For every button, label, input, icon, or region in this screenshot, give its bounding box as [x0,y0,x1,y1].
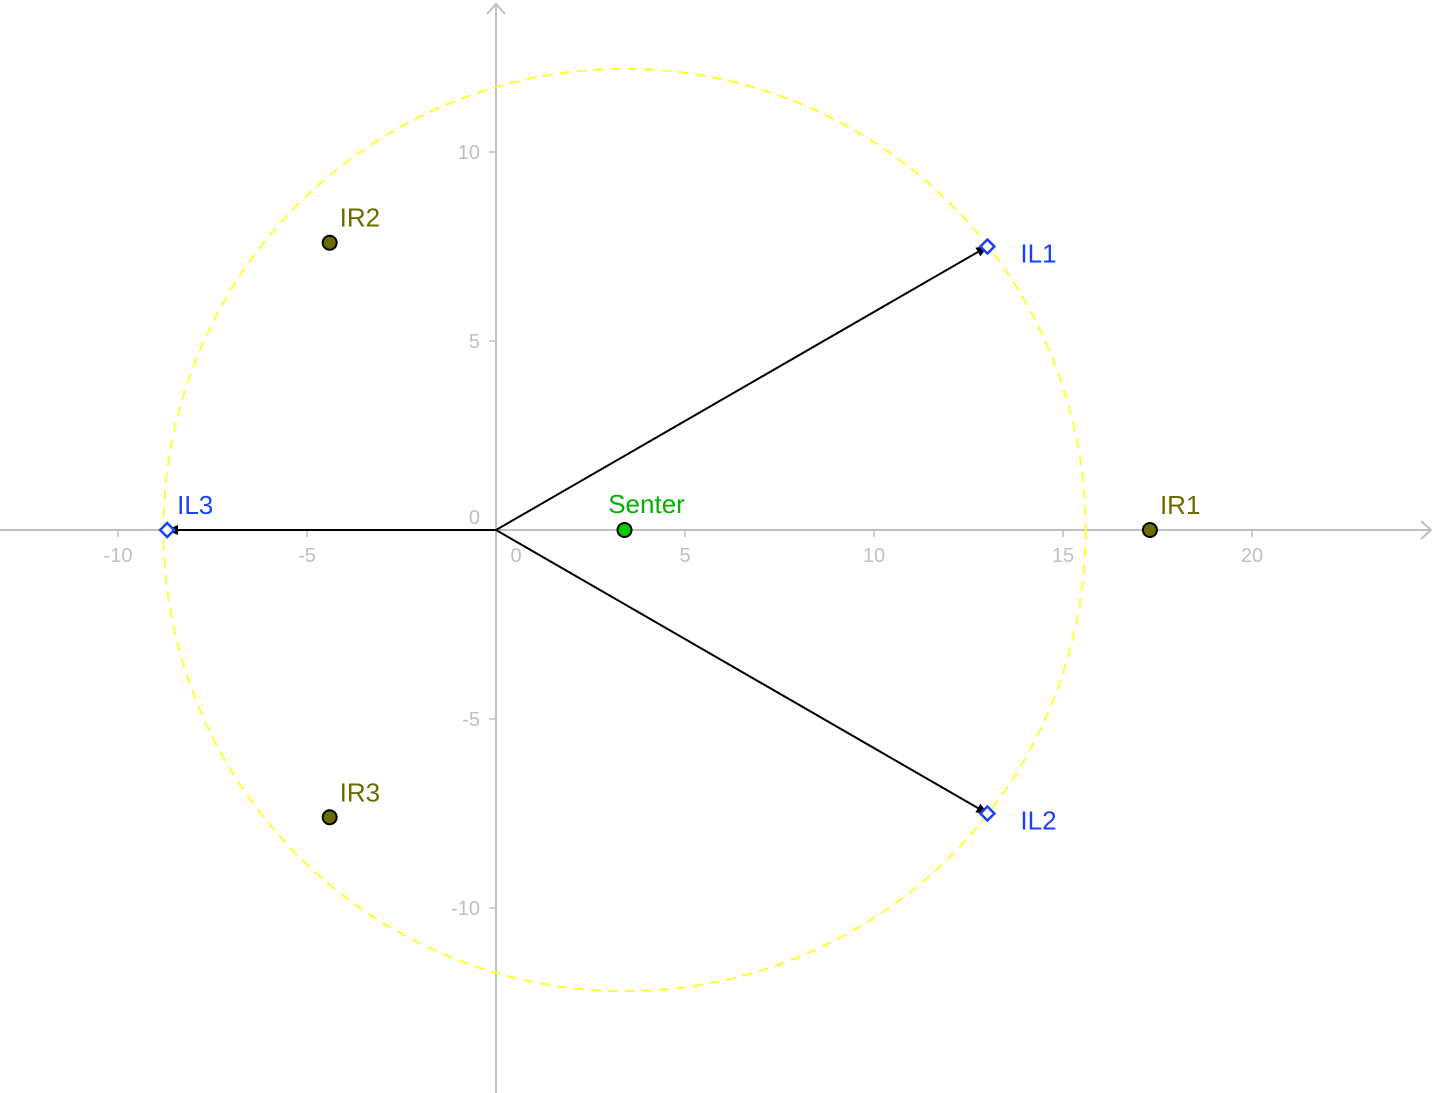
x-tick-label: 10 [863,545,885,567]
vector-il2 [495,529,989,815]
y-tick-label: -5 [462,709,480,731]
point-il2[interactable] [978,804,997,823]
y-tick-label: -10 [451,898,480,920]
vector-il1 [495,245,989,531]
point-senter-label: Senter [608,489,685,519]
x-tick-label: 20 [1241,545,1263,567]
point-ir2-label: IR2 [340,203,380,233]
point-ir1-label: IR1 [1160,490,1200,520]
x-tick-label: 15 [1052,545,1074,567]
y-tick-label: 10 [458,142,480,164]
point-il3[interactable] [158,521,176,539]
x-tick-label: -5 [298,545,316,567]
x-tick-label: 5 [679,545,690,567]
y-axis-arrow [486,2,506,15]
point-il3-label: IL3 [177,490,213,520]
y-tick-label: 0 [469,507,480,529]
point-il1-label: IL1 [1020,239,1056,269]
point-senter[interactable] [616,522,633,538]
point-il2-label: IL2 [1020,806,1056,836]
point-il1[interactable] [978,237,997,256]
point-ir1[interactable] [1141,522,1158,538]
y-tick-label: 5 [469,331,480,353]
x-axis-arrow [1420,520,1433,540]
point-ir3-label: IR3 [340,777,380,807]
x-tick-label: 0 [510,545,521,567]
point-ir3[interactable] [321,809,338,826]
vector-layer [166,245,989,815]
point-ir2[interactable] [321,234,338,251]
x-tick-label: -10 [104,545,133,567]
